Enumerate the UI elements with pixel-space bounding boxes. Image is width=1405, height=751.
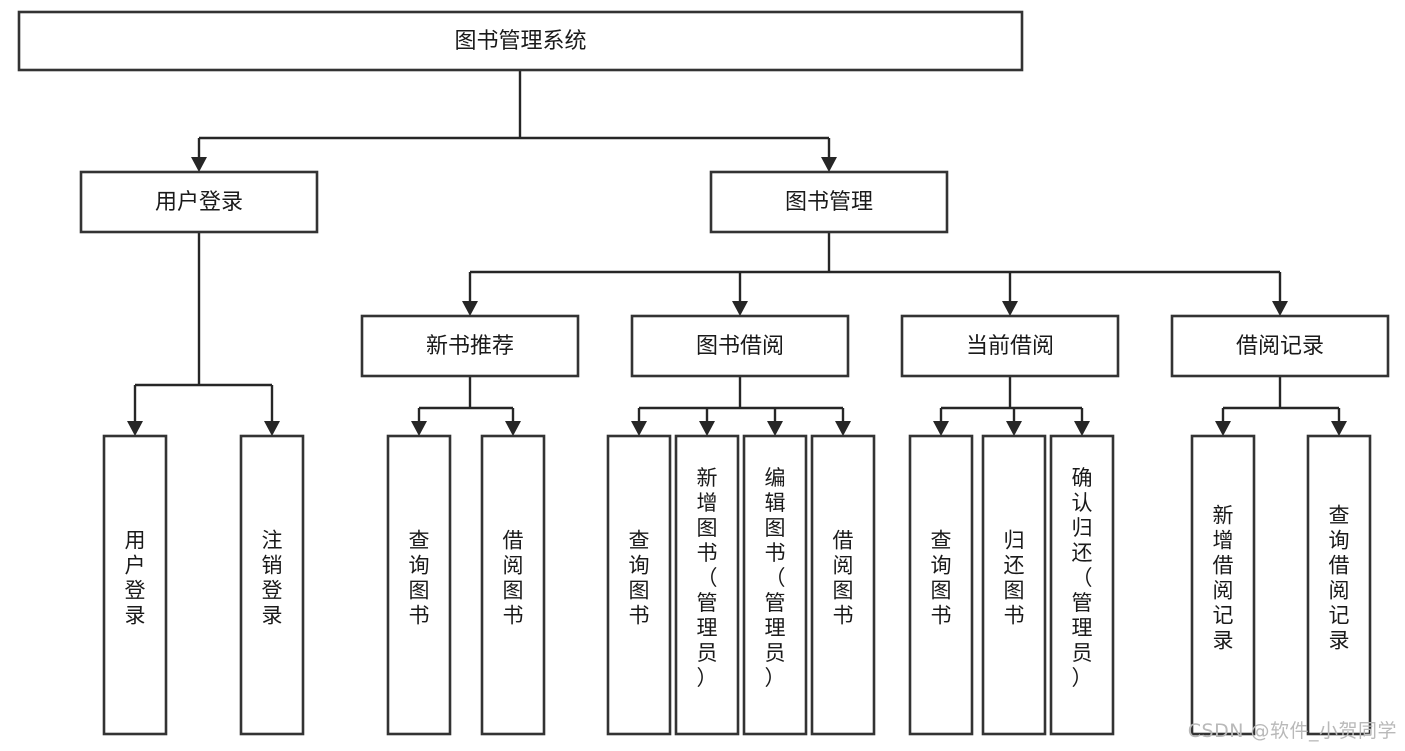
node-box[interactable] xyxy=(480,434,546,736)
node-leaf-borrow-book-rec[interactable]: 借阅图书 xyxy=(480,434,546,736)
node-leaf-edit-book-admin[interactable]: 编辑图书（管理员） xyxy=(742,434,808,736)
node-box[interactable] xyxy=(630,314,850,378)
node-new-book-recommend[interactable]: 新书推荐 xyxy=(360,314,580,378)
arrow-head-icon xyxy=(631,421,647,436)
node-label: 借阅图书 xyxy=(503,529,524,628)
node-borrow-record[interactable]: 借阅记录 xyxy=(1170,314,1390,378)
node-box[interactable] xyxy=(674,434,740,736)
node-box[interactable] xyxy=(17,10,1024,72)
node-label: 注销登录 xyxy=(262,529,283,628)
connector-new-book-recommend-to-leaves xyxy=(411,376,521,436)
arrow-head-icon xyxy=(191,157,207,172)
connector-root-to-level2 xyxy=(191,70,837,172)
node-box[interactable] xyxy=(900,314,1120,378)
node-box[interactable] xyxy=(386,434,452,736)
node-leaf-query-book-borrow[interactable]: 查询图书 xyxy=(606,434,672,736)
arrow-head-icon xyxy=(835,421,851,436)
node-label: 新书推荐 xyxy=(426,334,514,359)
node-label: 借阅记录 xyxy=(1236,334,1324,359)
csdn-watermark: CSDN @软件_小贺同学 xyxy=(1187,720,1397,742)
node-label: 查询图书 xyxy=(409,529,430,628)
node-box[interactable] xyxy=(239,434,305,736)
node-label: 查询图书 xyxy=(931,529,952,628)
node-leaf-add-book-admin[interactable]: 新增图书（管理员） xyxy=(674,434,740,736)
arrow-head-icon xyxy=(1215,421,1231,436)
node-leaf-query-book-current[interactable]: 查询图书 xyxy=(908,434,974,736)
connector-borrow-record-to-leaves xyxy=(1215,376,1347,436)
node-box[interactable] xyxy=(709,170,949,234)
node-label: 借阅图书 xyxy=(833,529,854,628)
arrow-head-icon xyxy=(462,301,478,316)
node-label: 新增图书（管理员） xyxy=(697,466,718,690)
node-box[interactable] xyxy=(981,434,1047,736)
arrow-head-icon xyxy=(1006,421,1022,436)
node-label: 编辑图书（管理员） xyxy=(765,466,786,690)
node-label: 用户登录 xyxy=(125,529,146,628)
node-book-borrow[interactable]: 图书借阅 xyxy=(630,314,850,378)
node-label: 新增借阅记录 xyxy=(1213,504,1234,653)
connector-book-manage-to-level3 xyxy=(462,232,1288,316)
node-leaf-return-book[interactable]: 归还图书 xyxy=(981,434,1047,736)
node-box[interactable] xyxy=(79,170,319,234)
node-label: 查询借阅记录 xyxy=(1329,504,1350,653)
arrow-head-icon xyxy=(1002,301,1018,316)
node-box[interactable] xyxy=(908,434,974,736)
node-box[interactable] xyxy=(606,434,672,736)
node-box[interactable] xyxy=(810,434,876,736)
node-box[interactable] xyxy=(360,314,580,378)
connector-book-borrow-to-leaves xyxy=(631,376,851,436)
node-leaf-add-borrow-record[interactable]: 新增借阅记录 xyxy=(1190,434,1256,736)
node-leaf-borrow-book[interactable]: 借阅图书 xyxy=(810,434,876,736)
arrow-head-icon xyxy=(933,421,949,436)
arrow-head-icon xyxy=(264,421,280,436)
arrow-head-icon xyxy=(1272,301,1288,316)
arrow-head-icon xyxy=(732,301,748,316)
arrow-head-icon xyxy=(127,421,143,436)
node-label: 确认归还（管理员） xyxy=(1072,466,1093,690)
node-box[interactable] xyxy=(1170,314,1390,378)
node-current-borrow[interactable]: 当前借阅 xyxy=(900,314,1120,378)
node-book-manage[interactable]: 图书管理 xyxy=(709,170,949,234)
node-box[interactable] xyxy=(1306,434,1372,736)
node-leaf-query-book-rec[interactable]: 查询图书 xyxy=(386,434,452,736)
node-leaf-query-borrow-record[interactable]: 查询借阅记录 xyxy=(1306,434,1372,736)
connector-layer xyxy=(127,70,1347,436)
node-user-login[interactable]: 用户登录 xyxy=(79,170,319,234)
node-label: 图书借阅 xyxy=(696,334,784,359)
node-leaf-user-logout[interactable]: 注销登录 xyxy=(239,434,305,736)
node-root[interactable]: 图书管理系统 xyxy=(17,10,1024,72)
arrow-head-icon xyxy=(1074,421,1090,436)
node-label: 图书管理系统 xyxy=(454,29,586,54)
node-box[interactable] xyxy=(742,434,808,736)
node-box[interactable] xyxy=(1049,434,1115,736)
node-label: 归还图书 xyxy=(1004,529,1025,628)
node-box[interactable] xyxy=(1190,434,1256,736)
connector-user-login-to-leaves xyxy=(127,232,280,436)
node-label: 查询图书 xyxy=(629,529,650,628)
node-leaf-user-login[interactable]: 用户登录 xyxy=(102,434,168,736)
node-label: 当前借阅 xyxy=(966,334,1054,359)
arrow-head-icon xyxy=(411,421,427,436)
node-label: 图书管理 xyxy=(785,190,873,215)
node-label: 用户登录 xyxy=(155,190,243,215)
node-leaf-confirm-return-admin[interactable]: 确认归还（管理员） xyxy=(1049,434,1115,736)
node-layer: 图书管理系统用户登录图书管理新书推荐图书借阅当前借阅借阅记录用户登录注销登录查询… xyxy=(17,10,1390,736)
arrow-head-icon xyxy=(1331,421,1347,436)
arrow-head-icon xyxy=(505,421,521,436)
node-box[interactable] xyxy=(102,434,168,736)
arrow-head-icon xyxy=(821,157,837,172)
arrow-head-icon xyxy=(767,421,783,436)
connector-current-borrow-to-leaves xyxy=(933,376,1090,436)
arrow-head-icon xyxy=(699,421,715,436)
